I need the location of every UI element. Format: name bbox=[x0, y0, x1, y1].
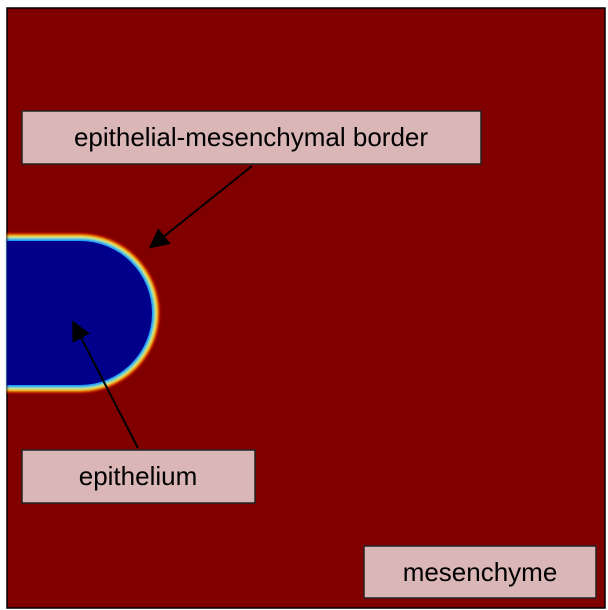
mesenchyme-label: mesenchyme bbox=[364, 546, 596, 598]
epithelium-region bbox=[7, 241, 152, 385]
border-label: epithelial-mesenchymal border bbox=[22, 111, 481, 164]
epithelium-label-text: epithelium bbox=[79, 461, 198, 491]
mesenchyme-label-text: mesenchyme bbox=[403, 557, 558, 587]
epithelium-label: epithelium bbox=[22, 450, 255, 503]
border-label-text: epithelial-mesenchymal border bbox=[74, 122, 428, 152]
